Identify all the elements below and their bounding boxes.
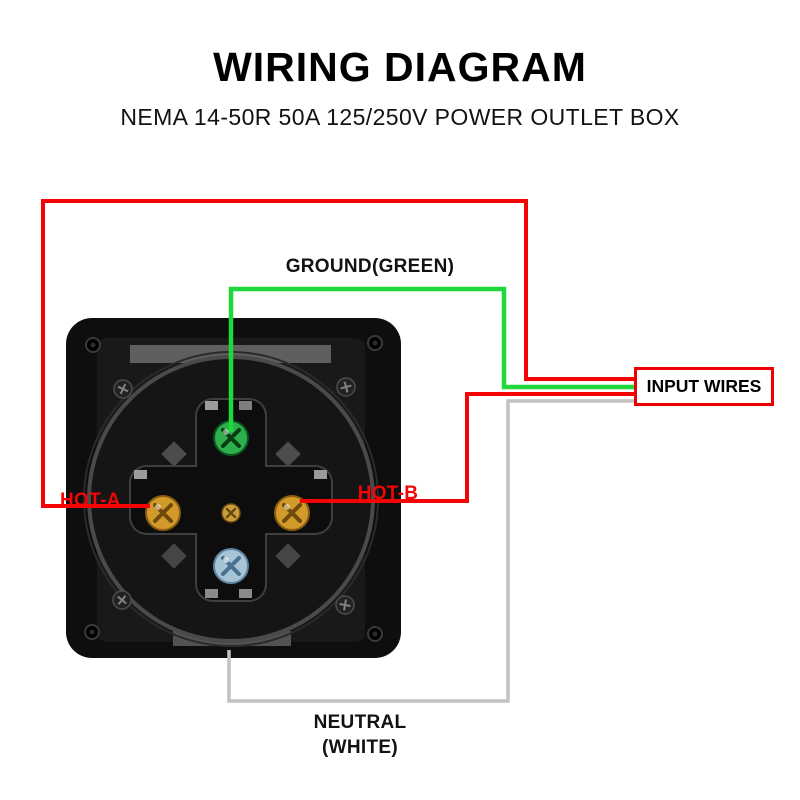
hot-b-wire: [300, 392, 639, 503]
outlet-box: [66, 318, 401, 658]
input-wires-box: INPUT WIRES: [634, 367, 774, 406]
diamond-pad: [275, 441, 301, 467]
center-screw: [221, 503, 241, 523]
hot-b-terminal: [274, 495, 310, 531]
diamond-pad: [161, 441, 187, 467]
hot-a-label: HOT-A: [60, 490, 121, 511]
contact-tab: [134, 470, 147, 479]
header: WIRING DIAGRAM NEMA 14-50R 50A 125/250V …: [0, 44, 800, 131]
neutral-label: NEUTRAL (WHITE): [260, 711, 460, 760]
diamond-pad: [161, 543, 187, 569]
diamond-pad: [275, 543, 301, 569]
neutral-label-line2: (WHITE): [322, 736, 398, 758]
face-screw: [335, 595, 355, 615]
contact-tab: [205, 589, 218, 598]
neutral-terminal: [213, 548, 249, 584]
contact-tab: [205, 401, 218, 410]
hot-a-wire: [41, 199, 639, 508]
face-screw: [113, 379, 133, 399]
neutral-wire: [227, 399, 639, 703]
page-title: WIRING DIAGRAM: [213, 44, 587, 90]
ground-terminal: [213, 420, 249, 456]
mounting-hole: [367, 335, 383, 351]
face-screw: [336, 377, 356, 397]
ground-wire: [228, 286, 639, 432]
mounting-hole: [367, 626, 383, 642]
contact-tab: [239, 401, 252, 410]
neutral-label-line1: NEUTRAL: [313, 712, 407, 733]
input-wires-label: INPUT WIRES: [646, 376, 762, 396]
hot-a-terminal: [145, 495, 181, 531]
hot-b-label: HOT-B: [357, 483, 419, 504]
contact-tab: [239, 589, 252, 598]
mounting-hole: [85, 337, 101, 353]
ground-label: GROUND(GREEN): [285, 256, 455, 277]
face-screw: [112, 590, 132, 610]
page-subtitle: NEMA 14-50R 50A 125/250V POWER OUTLET BO…: [120, 104, 680, 130]
mounting-hole: [84, 624, 100, 640]
contact-tab: [314, 470, 327, 479]
